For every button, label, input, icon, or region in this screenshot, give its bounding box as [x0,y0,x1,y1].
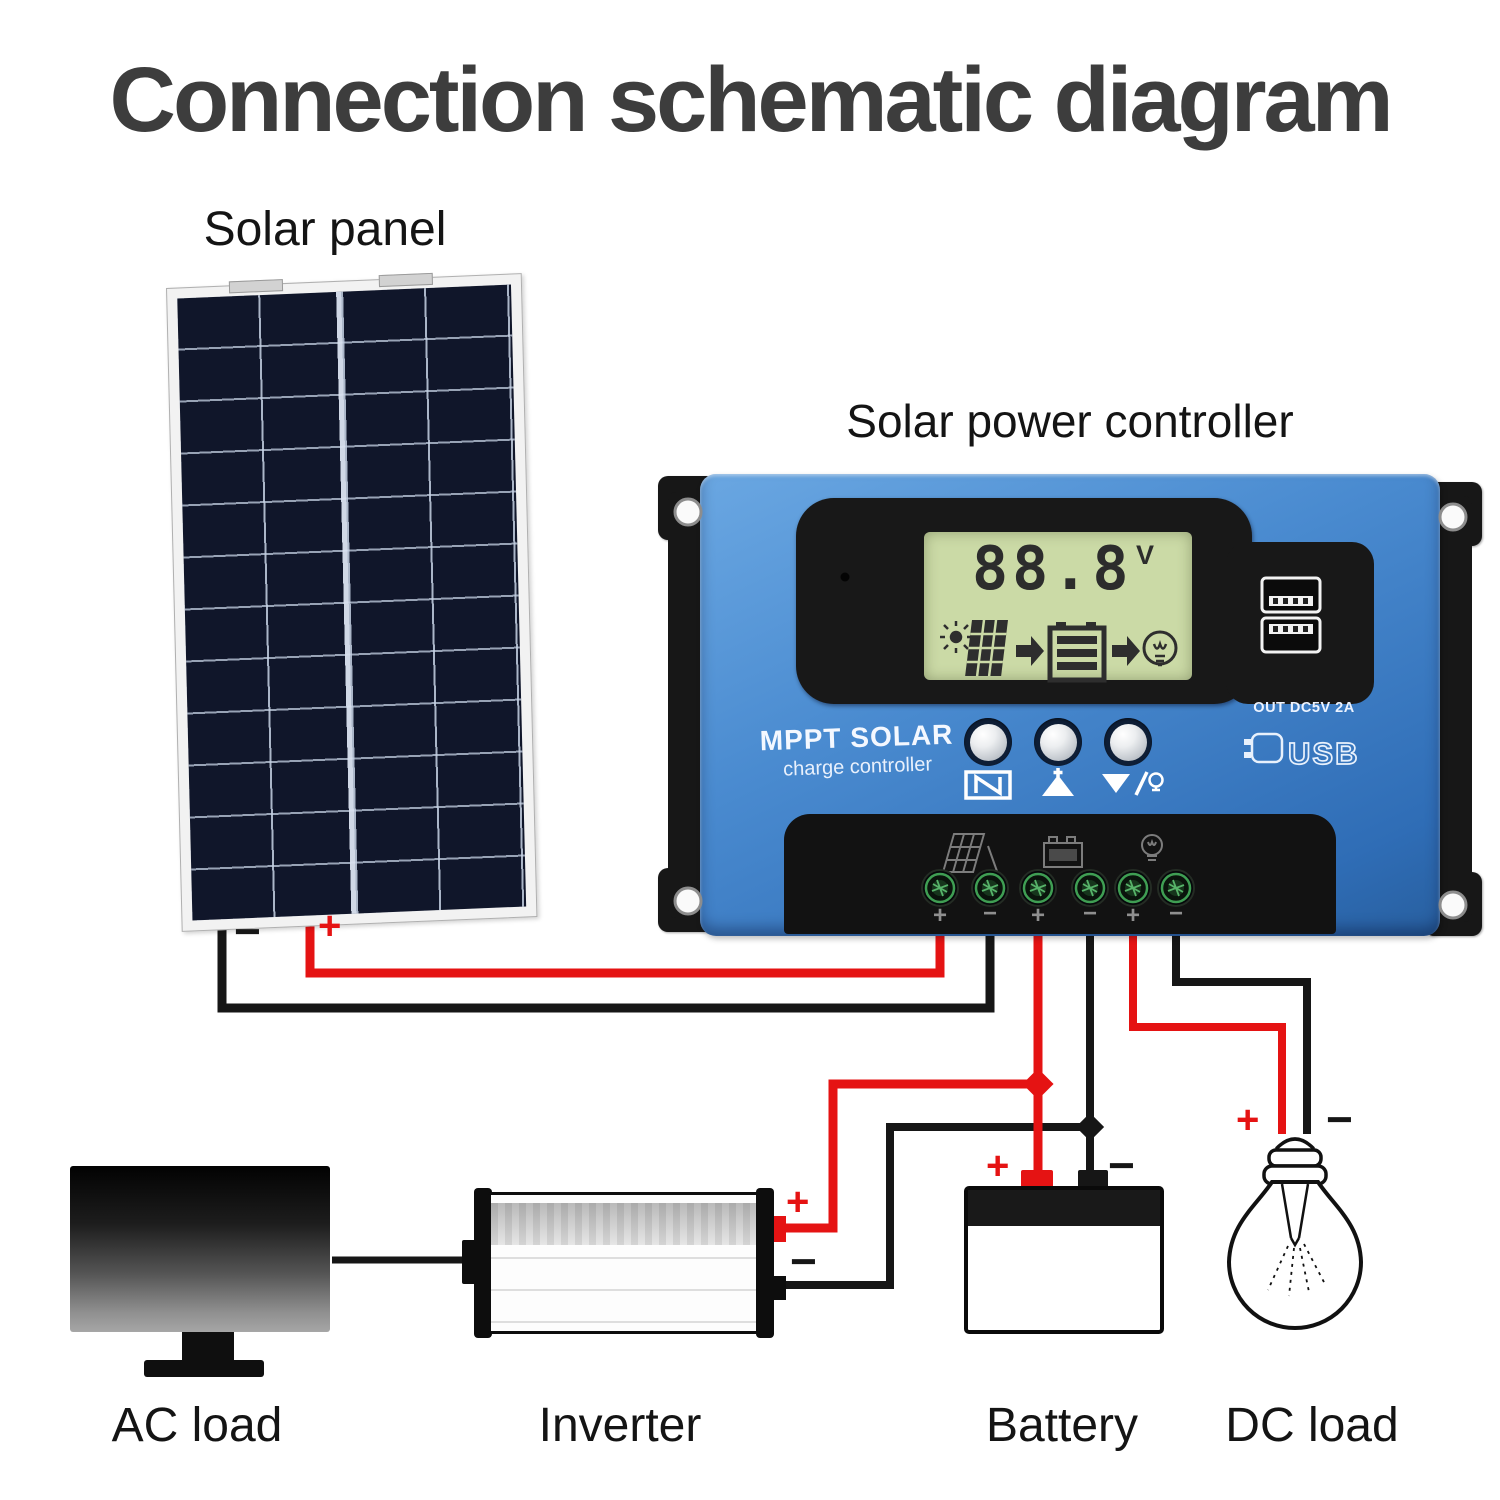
wire-inverter-positive [780,1079,1038,1233]
panel-clamp [378,272,433,288]
inverter-label: Inverter [538,1399,702,1452]
menu-button-cap [969,723,1007,761]
brand-title: MPPT SOLAR [759,718,954,757]
up-button [1034,718,1082,766]
panel-cells-grid [177,284,527,921]
down-button-cap [1109,723,1147,761]
battery-label: Battery [985,1399,1139,1452]
usb-out-label: OUT DC5V 2A [1253,700,1355,716]
junction-battery-negative [1075,1112,1105,1142]
dc-load-minus-sign: − [1326,1093,1353,1145]
page-title: Connection schematic diagram [109,49,1394,151]
panel-plus-sign: + [318,904,342,948]
dc-load-label: DC load [1225,1399,1399,1452]
menu-button [964,718,1012,766]
battery-negative-lug [1078,1170,1108,1190]
controller-label: Solar power controller [846,395,1294,447]
battery-body [964,1186,1164,1334]
monitor-stand-base [144,1360,264,1377]
up-button-cap [1039,723,1077,761]
inverter-minus-sign: − [790,1235,817,1287]
battery-plus-sign: + [986,1144,1010,1188]
inverter-body [488,1192,760,1334]
wire-inverter-negative [780,1123,1090,1289]
wire-panel-positive [305,906,945,978]
panel-clamp [228,279,284,294]
inverter-positive-terminal [770,1216,786,1242]
monitor-stand-neck [182,1332,234,1364]
terminal-sign: − [1082,900,1097,927]
inverter-right-cap [756,1188,774,1338]
terminal-sign: + [1030,902,1045,929]
inverter-plus-sign: + [786,1180,810,1224]
battery-positive-lug [1021,1170,1053,1190]
ac-load-label: AC load [111,1399,283,1452]
ac-load-monitor [70,1166,330,1332]
inverter-ridge-band [491,1203,757,1245]
wire-panel-negative [217,908,995,1013]
inverter-left-cap [474,1188,492,1338]
wire-dc-load-negative [1172,930,1311,1134]
controller-branding: MPPT SOLAR charge controller [741,718,973,783]
lcd-screen: 88.8 V [924,532,1192,680]
terminal-sign: + [932,902,947,929]
inverter-negative-terminal [770,1276,786,1300]
battery-top-band [968,1190,1160,1226]
terminal-sign: − [1168,900,1183,927]
panel-minus-sign: − [234,905,261,957]
solar-panel [166,272,538,932]
lcd-voltage-unit: V [1136,540,1155,570]
battery-minus-sign: − [1108,1139,1135,1191]
lcd-voltage-value: 88.8 [972,534,1133,604]
dc-load-plus-sign: + [1236,1098,1260,1142]
down-button [1104,718,1152,766]
terminal-sign: − [982,900,997,927]
terminal-sign: + [1125,902,1140,929]
terminal-block [784,814,1336,934]
usb-recess [1226,542,1374,704]
solar-panel-label: Solar panel [203,203,447,256]
junction-battery-positive [1022,1068,1054,1100]
wire-dc-load-positive [1129,930,1286,1134]
